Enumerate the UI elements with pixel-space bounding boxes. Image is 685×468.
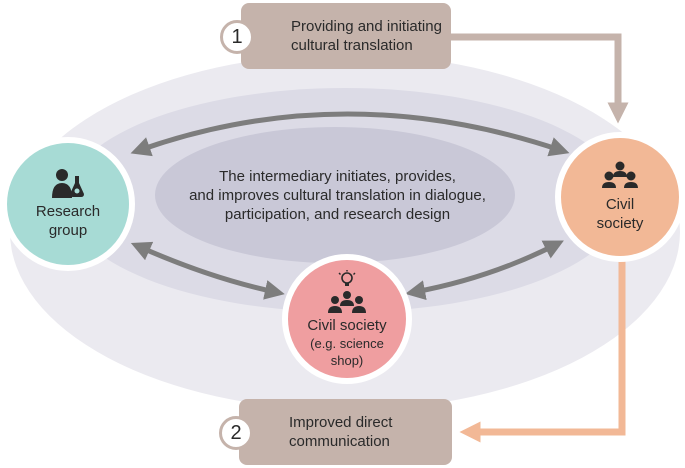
research-group-line2: group [48, 222, 88, 239]
step2-line1: Improved direct [289, 414, 393, 431]
research-group-line1: Research [35, 203, 101, 220]
step1-number: 1 [220, 20, 254, 54]
inner-ellipse [155, 127, 515, 263]
center-description: The intermediary initiates, provides, an… [175, 167, 500, 224]
center-line3: participation, and research design [224, 206, 451, 223]
civil-society-node: Civil society [555, 132, 685, 262]
civil-society-line2: society [596, 215, 644, 232]
arrow-research-to-civil [130, 111, 570, 157]
researcher-icon [52, 169, 84, 198]
step2-line2: communication [289, 433, 390, 450]
step1-box: Providing and initiating cultural transl… [241, 3, 451, 69]
arrow-mid-to-civil [405, 240, 564, 300]
research-group-node: Research group [1, 137, 135, 271]
step1-line1: Providing and initiating [291, 18, 442, 35]
civil-society-mid-node: Civil society (e.g. science shop) [282, 254, 412, 384]
civil-society-mid-line3: shop) [330, 352, 364, 368]
civil-society-mid-line1: Civil society [307, 316, 387, 334]
step2-box: Improved direct communication [239, 399, 452, 465]
arrow-research-to-mid [130, 241, 285, 300]
step2-number: 2 [219, 416, 253, 450]
arrow-civil-to-step2 [459, 258, 626, 443]
center-line1: The intermediary initiates, provides, [219, 168, 456, 185]
civil-society-line1: Civil [605, 196, 635, 213]
center-line2: and improves cultural translation in dia… [189, 187, 486, 204]
civil-society-mid-line2: (e.g. science [310, 335, 384, 351]
people-group-icon [602, 161, 638, 188]
people-idea-icon [328, 269, 366, 313]
step1-line2: cultural translation [291, 37, 413, 54]
arrow-step1-to-civil [450, 33, 629, 124]
